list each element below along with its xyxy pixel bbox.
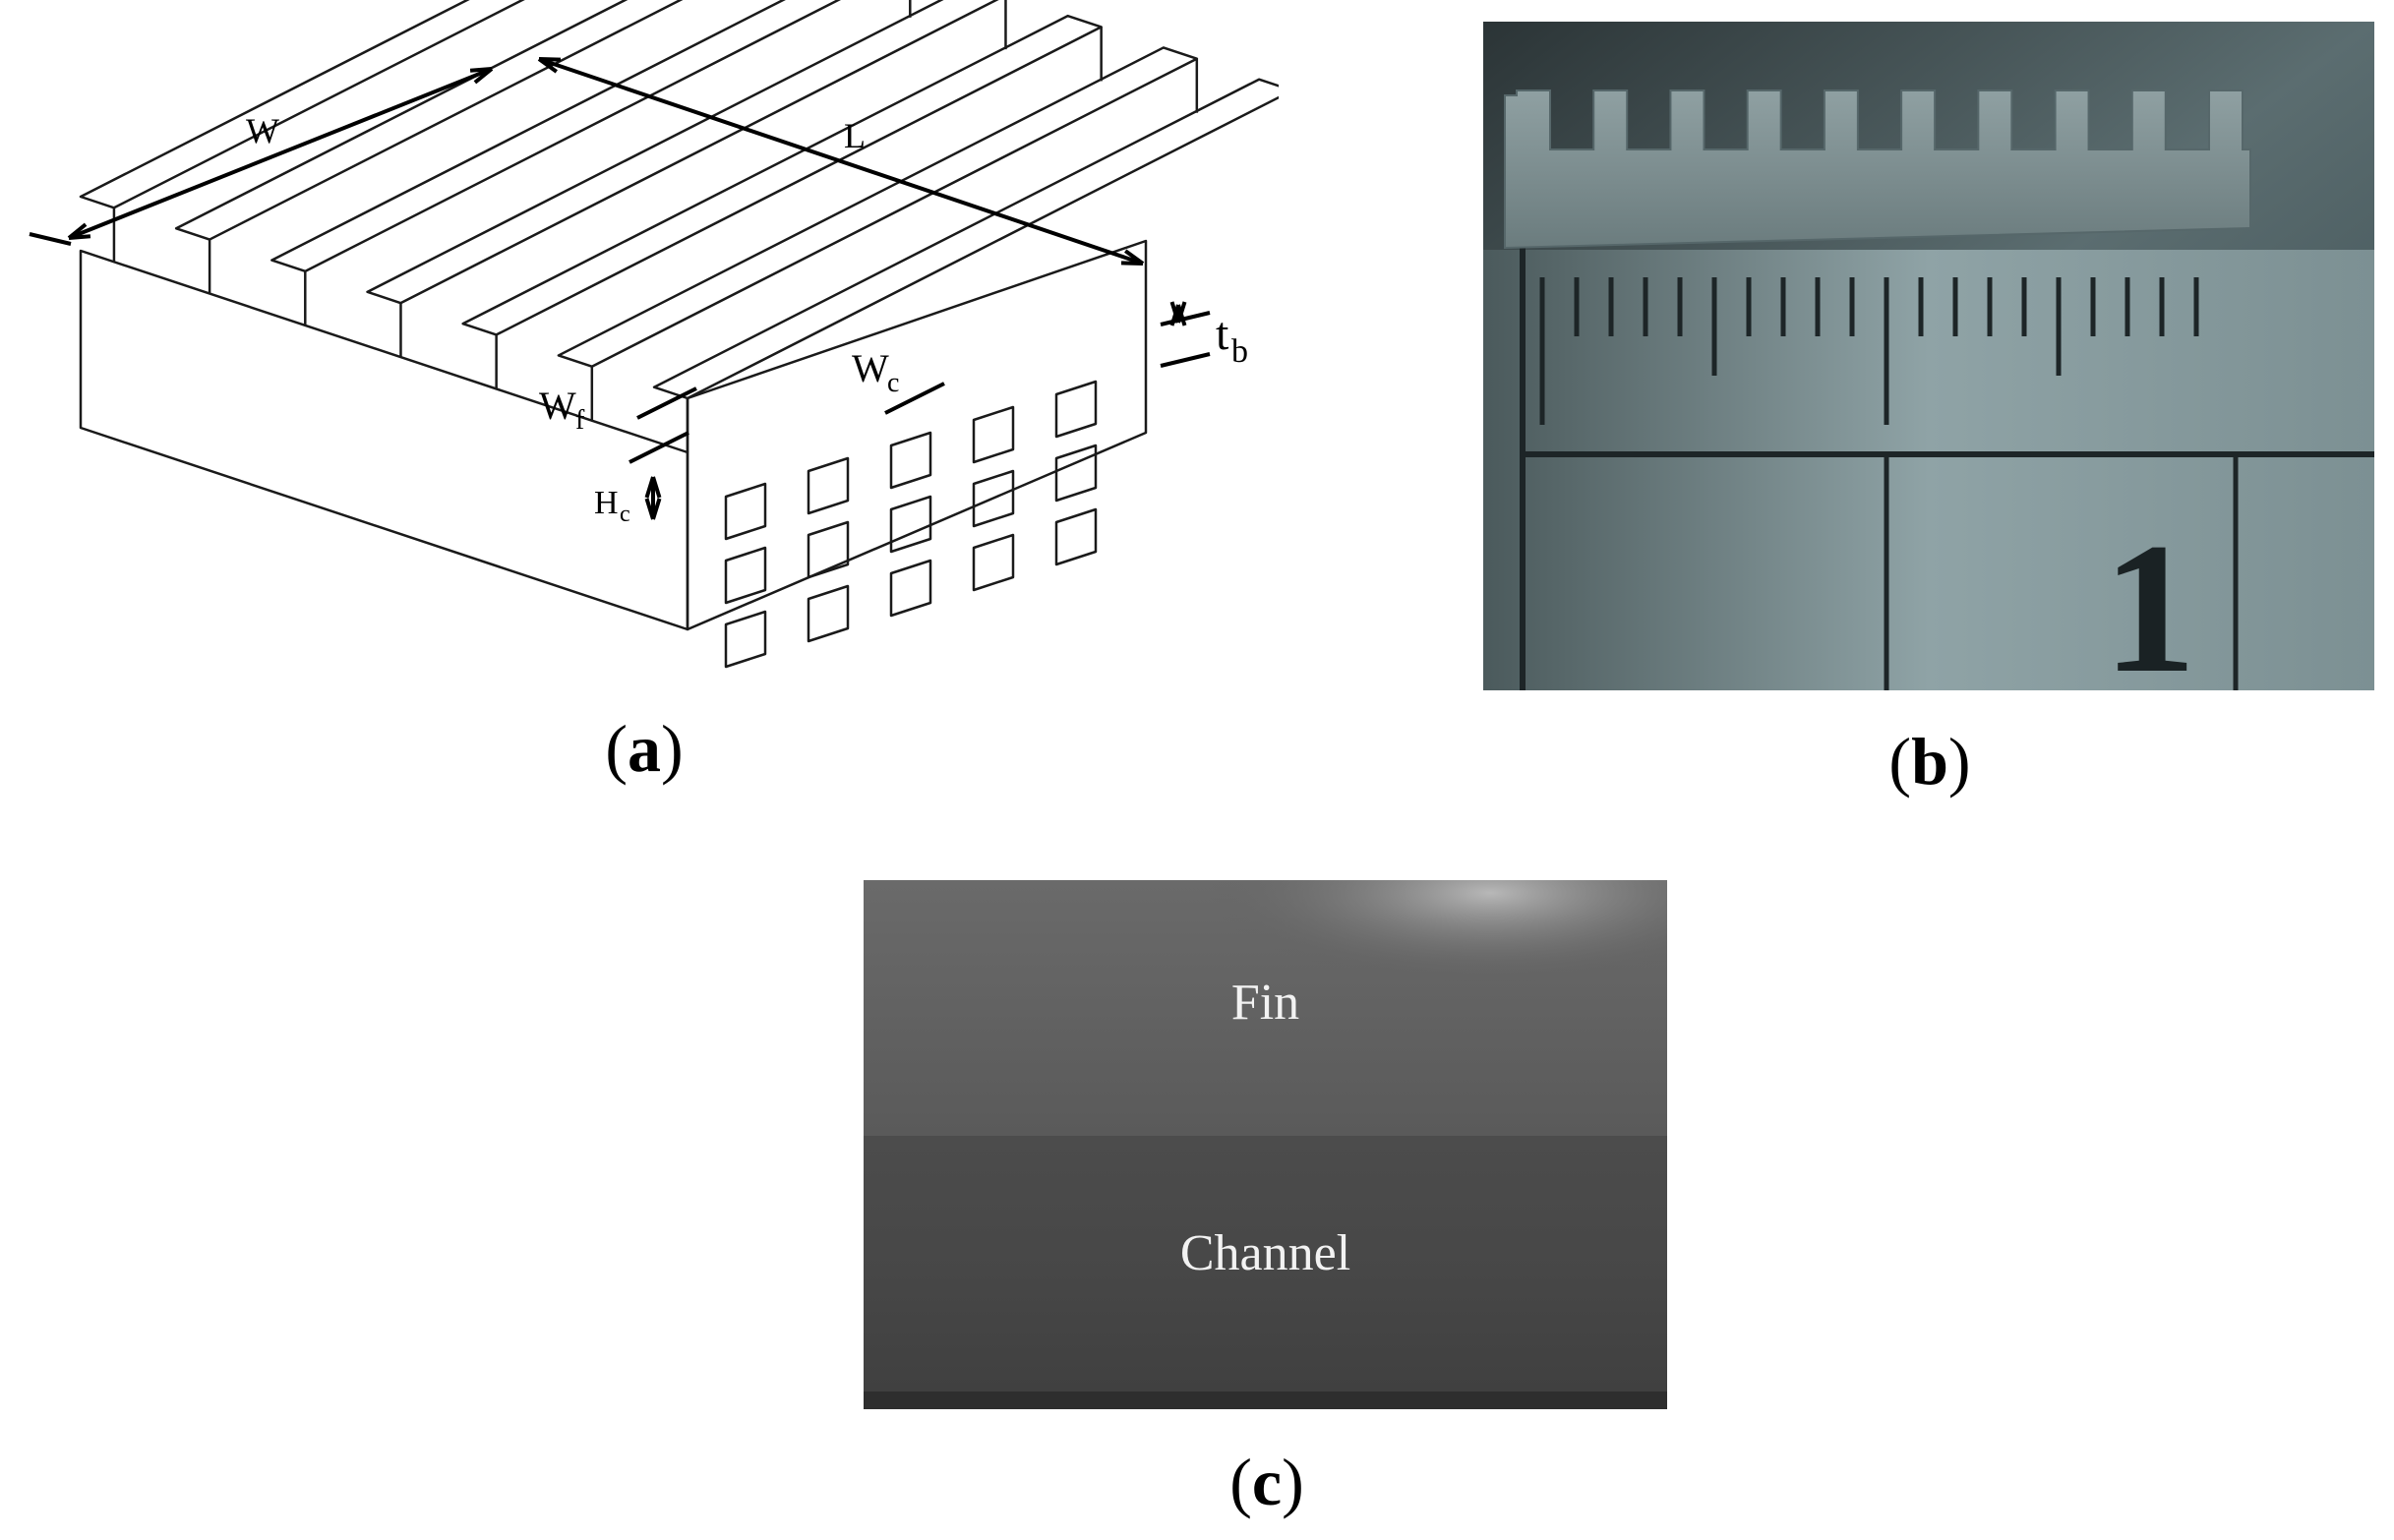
- channel-label: Channel: [1179, 1225, 1351, 1281]
- cross-section-photo: Fin Channel: [864, 880, 1667, 1409]
- channel-region: [864, 1136, 1667, 1409]
- label-tb: t b: [1216, 308, 1248, 370]
- label-w: W: [246, 111, 279, 150]
- svg-text:c: c: [620, 502, 630, 527]
- svg-text:W: W: [852, 346, 889, 390]
- caption-b: (b): [1888, 724, 1971, 799]
- caption-c: (c): [1229, 1445, 1304, 1519]
- label-wf: W f: [539, 384, 585, 436]
- ruler-number: 1: [2103, 505, 2196, 690]
- svg-text:t: t: [1216, 308, 1229, 360]
- label-hc: H c: [594, 485, 630, 527]
- sample-on-ruler: 1: [1483, 22, 2374, 690]
- svg-text:c: c: [887, 368, 899, 398]
- svg-text:f: f: [575, 405, 585, 436]
- caption-a: (a): [605, 711, 684, 786]
- svg-text:H: H: [594, 485, 619, 521]
- label-wc: W c: [852, 346, 899, 398]
- label-l: L: [844, 116, 866, 155]
- heat-sink-diagram: W L t b W c W f H c: [0, 0, 1294, 708]
- fin-label: Fin: [1230, 975, 1300, 1031]
- svg-text:b: b: [1231, 333, 1248, 370]
- svg-text:W: W: [539, 384, 576, 428]
- sample-photo: 1: [1483, 22, 2374, 690]
- sample-comb: [1504, 89, 2251, 250]
- ruler: [1483, 250, 2374, 690]
- heat-sink-drawing: W L t b W c W f H c: [29, 0, 1294, 669]
